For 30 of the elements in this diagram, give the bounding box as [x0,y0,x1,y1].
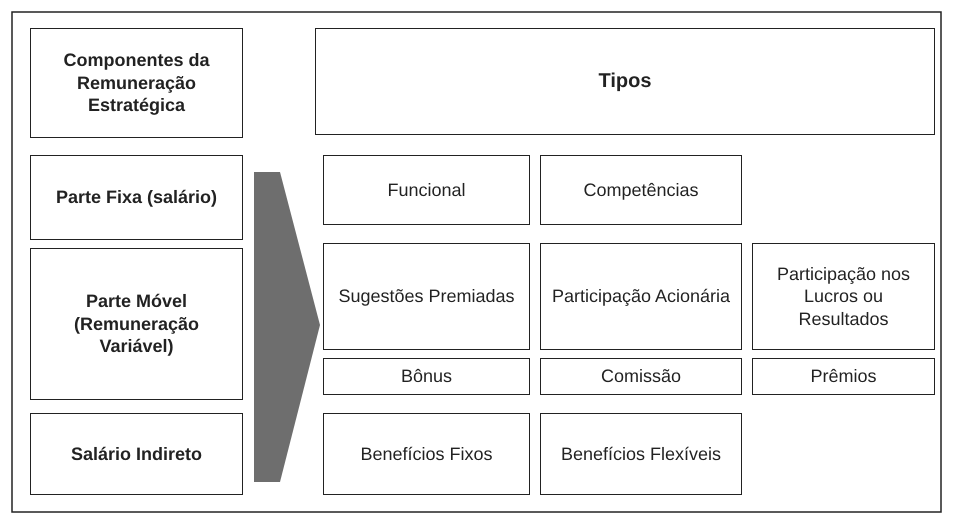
box-label: Bônus [400,365,452,388]
box-label: Competências [583,178,699,202]
box-label: Comissão [600,365,682,388]
box-label: Tipos [598,69,652,94]
category-box [752,358,935,395]
category-box [540,243,742,350]
box-label: Funcional [387,178,466,202]
category-box [540,358,742,395]
category-box [323,155,530,225]
header-box [315,28,935,135]
box-label: Sugestões Premiadas [338,285,515,308]
box-label: Parte Fixa (salário) [56,186,218,209]
box-label: Salário Indireto [70,442,202,466]
box-label: Benefícios Flexíveis [560,442,722,466]
box-label: Parte Móvel (Remuneração Variável) [72,290,200,358]
box-label: Participação nos Lucros ou Resultados [776,262,912,330]
box-label: Benefícios Fixos [360,442,493,466]
category-box [752,243,935,350]
category-box [540,155,742,225]
category-box [30,413,243,495]
category-box [30,248,243,400]
category-box [323,358,530,395]
box-label: Prêmios [810,365,876,388]
box-label: Componentes da Remuneração Estratégica [62,49,211,117]
category-box [30,28,243,138]
category-box [30,155,243,240]
category-box [323,413,530,495]
box-label: Participação Acionária [552,285,730,308]
category-box [323,243,530,350]
category-box [540,413,742,495]
